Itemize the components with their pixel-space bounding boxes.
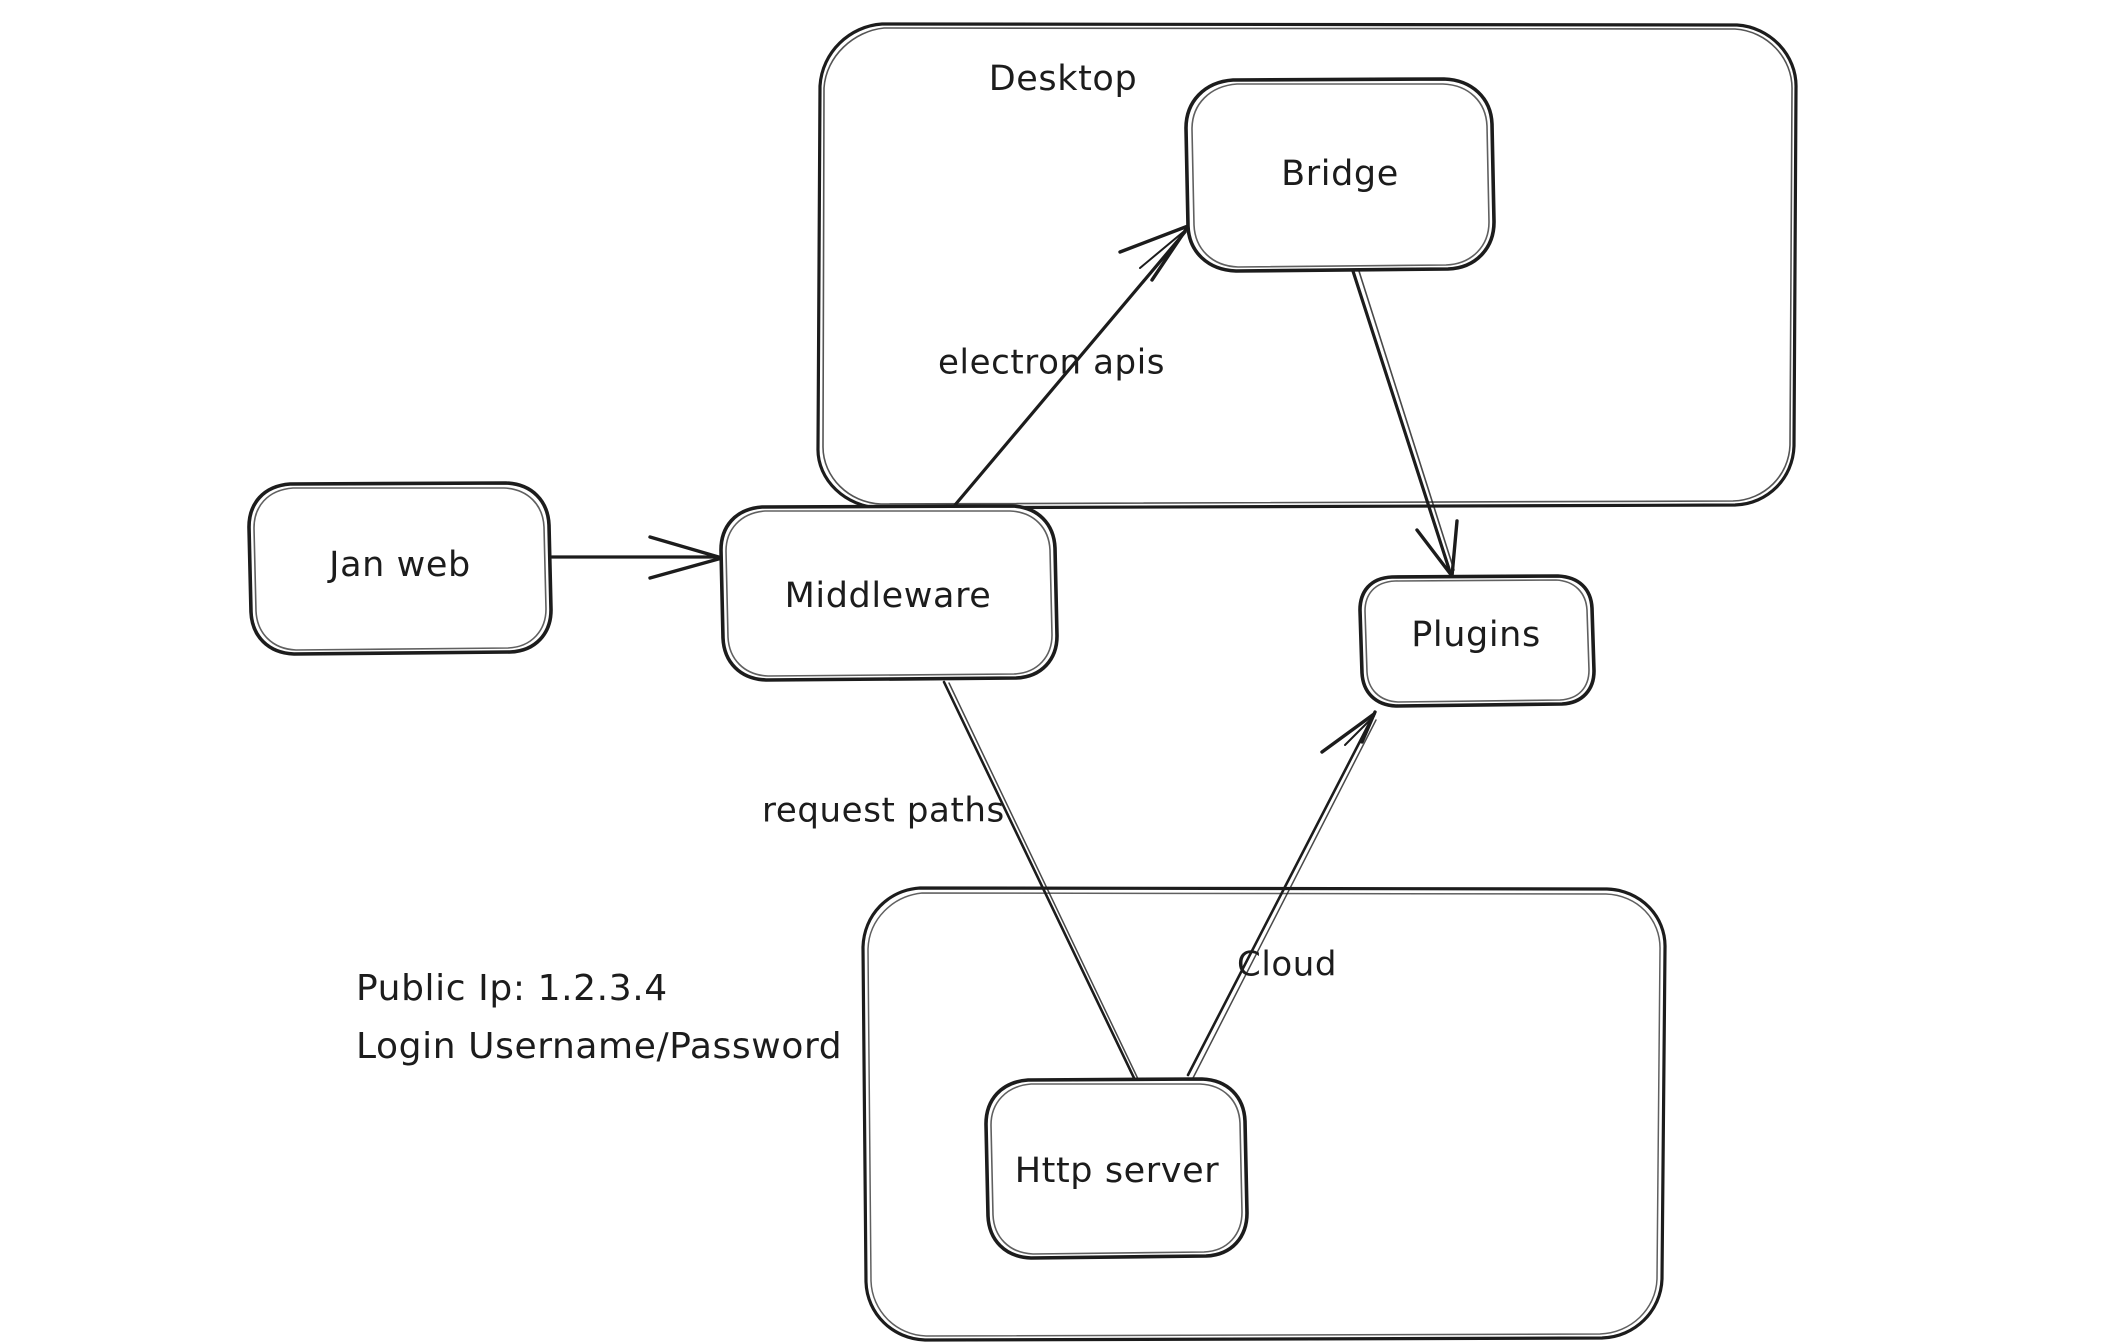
note-login: Login Username/Password [356,1026,842,1067]
edge-label-request-paths: request paths [762,791,1005,831]
arrowhead-bridge-plugins-barb-left [1415,528,1454,578]
arrowhead-janweb-barb-top [648,535,724,560]
notes-block: Public Ip: 1.2.3.4 Login Username/Passwo… [356,968,842,1067]
edge-line-request-paths-echo [948,682,1139,1080]
edge-line-bridge-plugins [1350,266,1452,574]
edge-label-cloud: Cloud [1237,945,1337,985]
node-middleware[interactable]: Middleware [719,504,1059,682]
node-http-server-shape[interactable] [984,1077,1249,1260]
desktop-container-outline-echo [822,27,1793,505]
edge-line-request-paths [942,680,1137,1082]
node-label-bridge: Bridge [1281,154,1399,194]
node-bridge-shape-echo [1191,83,1490,268]
node-jan-web[interactable]: Jan web [247,481,553,656]
node-jan-web-shape-echo [253,487,547,651]
arrowhead-janweb-barb-bottom [648,556,724,580]
node-bridge[interactable]: Bridge [1184,77,1496,273]
cloud-container-outline-echo [867,892,1661,1337]
node-middleware-shape-echo [725,510,1053,677]
node-label-plugins: Plugins [1411,615,1541,655]
desktop-container-outline [816,22,1798,510]
arrowhead-cloud-barb-left [1320,712,1376,754]
edge-bridge-to-plugins [1350,266,1459,578]
arrowhead-electron-barb-mid [1139,227,1189,269]
edge-line-bridge-plugins-echo [1357,267,1455,571]
node-plugins-shape-echo [1364,579,1590,703]
node-middleware-shape[interactable] [719,504,1059,682]
node-label-http-server: Http server [1015,1151,1220,1191]
node-http-server-shape-echo [990,1083,1243,1255]
group-desktop: Desktop [816,22,1798,510]
arrowhead-bridge-plugins-barb-right [1450,519,1459,578]
node-label-middleware: Middleware [785,576,992,616]
edge-middleware-to-bridge: electron apis [938,223,1191,507]
edge-line-cloud-echo [1192,719,1377,1079]
node-http-server[interactable]: Http server [984,1077,1249,1260]
arrowhead-cloud-barb-mid [1344,715,1375,746]
node-plugins-shape[interactable] [1358,574,1596,708]
group-label-desktop: Desktop [989,59,1138,99]
edge-label-electron-apis: electron apis [938,343,1165,383]
node-plugins[interactable]: Plugins [1358,574,1596,708]
node-jan-web-shape[interactable] [247,481,553,656]
cloud-container-outline [861,886,1667,1342]
node-label-jan-web: Jan web [327,545,471,585]
node-bridge-shape[interactable] [1184,77,1496,273]
group-cloud [861,886,1667,1342]
arrowhead-electron-barb-left [1118,224,1190,254]
edge-line-electron-apis [953,230,1187,507]
note-public-ip: Public Ip: 1.2.3.4 [356,968,668,1009]
edge-middleware-to-http-server: request paths [762,680,1139,1082]
edge-line-cloud [1186,716,1374,1077]
arrowhead-electron-barb-right [1150,223,1191,282]
edge-http-server-to-plugins: Cloud [1186,710,1377,1079]
edge-jan-web-to-middleware [550,535,724,580]
